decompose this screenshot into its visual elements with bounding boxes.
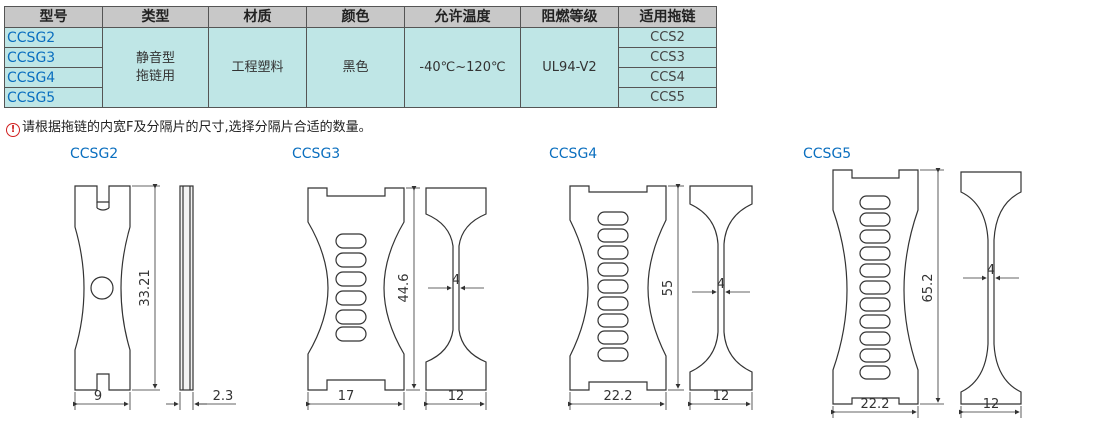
ccsg2-front-outline	[74, 185, 131, 391]
drawing-title-ccsg3: CCSG3	[292, 146, 341, 162]
ccsg5-front-outline	[832, 169, 919, 405]
note-text: 请根据拖链的内宽F及分隔片的尺寸,选择分隔片合适的数量。	[22, 120, 372, 135]
drawing-title-ccsg2: CCSG2	[70, 146, 119, 162]
ccsg5-side-view	[960, 171, 1022, 405]
material-cell: 工程塑料	[208, 27, 307, 108]
ccsg3-side-width-label: 12	[448, 389, 465, 404]
ccsg4-side-width-label: 12	[713, 389, 730, 404]
chain-cell: CCS5	[618, 87, 717, 108]
ccsg4-web-label: 4	[717, 277, 725, 292]
ccsg2-hole	[90, 276, 114, 300]
type-line-1: 静音型	[135, 50, 175, 66]
ccsg2-width-label: 9	[94, 389, 102, 404]
type-line-2: 拖链用	[135, 68, 175, 84]
ccsg4-front-outline	[569, 185, 667, 391]
selection-note: !请根据拖链的内宽F及分隔片的尺寸,选择分隔片合适的数量。	[6, 116, 372, 137]
table-row: CCSG4 CCS4	[4, 67, 717, 88]
drawing-title-ccsg4: CCSG4	[549, 146, 598, 162]
ccsg2-height-label: 33.21	[138, 269, 153, 306]
header-model: 型号	[4, 6, 103, 28]
type-cell: 静音型 拖链用	[102, 27, 209, 108]
ccsg5-side-width-label: 12	[983, 397, 1000, 412]
header-temperature: 允许温度	[404, 6, 521, 28]
chain-cell: CCS4	[618, 67, 717, 88]
drawing-title-ccsg5: CCSG5	[803, 146, 852, 162]
ccsg4-width-label: 22.2	[604, 389, 633, 404]
ccsg3-web-label: 4	[452, 273, 460, 288]
temperature-cell: -40℃~120℃	[404, 27, 521, 108]
ccsg5-width-label: 22.2	[861, 397, 890, 412]
header-type: 类型	[102, 6, 209, 28]
ccsg2-side-view	[179, 185, 194, 391]
spec-table: 型号 类型 材质 颜色 允许温度 阻燃等级 适用拖链 CCSG2 静音型 拖链用…	[4, 6, 717, 108]
ccsg4-side-view	[689, 185, 753, 391]
table-row: CCSG2 静音型 拖链用 工程塑料 黑色 -40℃~120℃ UL94-V2 …	[4, 27, 717, 108]
header-chain: 适用拖链	[618, 6, 717, 28]
ccsg3-front-outline	[307, 187, 405, 391]
header-material: 材质	[208, 6, 307, 28]
ccsg5-web-label: 4	[987, 263, 995, 278]
warning-icon: !	[6, 123, 20, 137]
ccsg4-height-label: 55	[661, 280, 676, 297]
ccsg3-side-view	[425, 187, 487, 391]
flame-rating-cell: UL94-V2	[520, 27, 619, 108]
table-row: CCSG3 CCS3	[4, 47, 717, 68]
model-cell: CCSG4	[4, 67, 103, 88]
table-header-row: 型号 类型 材质 颜色 允许温度 阻燃等级 适用拖链	[4, 6, 717, 28]
model-cell: CCSG5	[4, 87, 103, 108]
chain-cell: CCS2	[618, 27, 717, 48]
model-cell: CCSG3	[4, 47, 103, 68]
ccsg3-height-label: 44.6	[397, 274, 412, 303]
ccsg3-width-label: 17	[338, 389, 355, 404]
table-row: CCSG5 CCS5	[4, 87, 717, 108]
ccsg5-height-label: 65.2	[921, 274, 936, 303]
header-flame-rating: 阻燃等级	[520, 6, 619, 28]
color-cell: 黑色	[306, 27, 405, 108]
ccsg2-thickness-label: 2.3	[213, 389, 234, 404]
